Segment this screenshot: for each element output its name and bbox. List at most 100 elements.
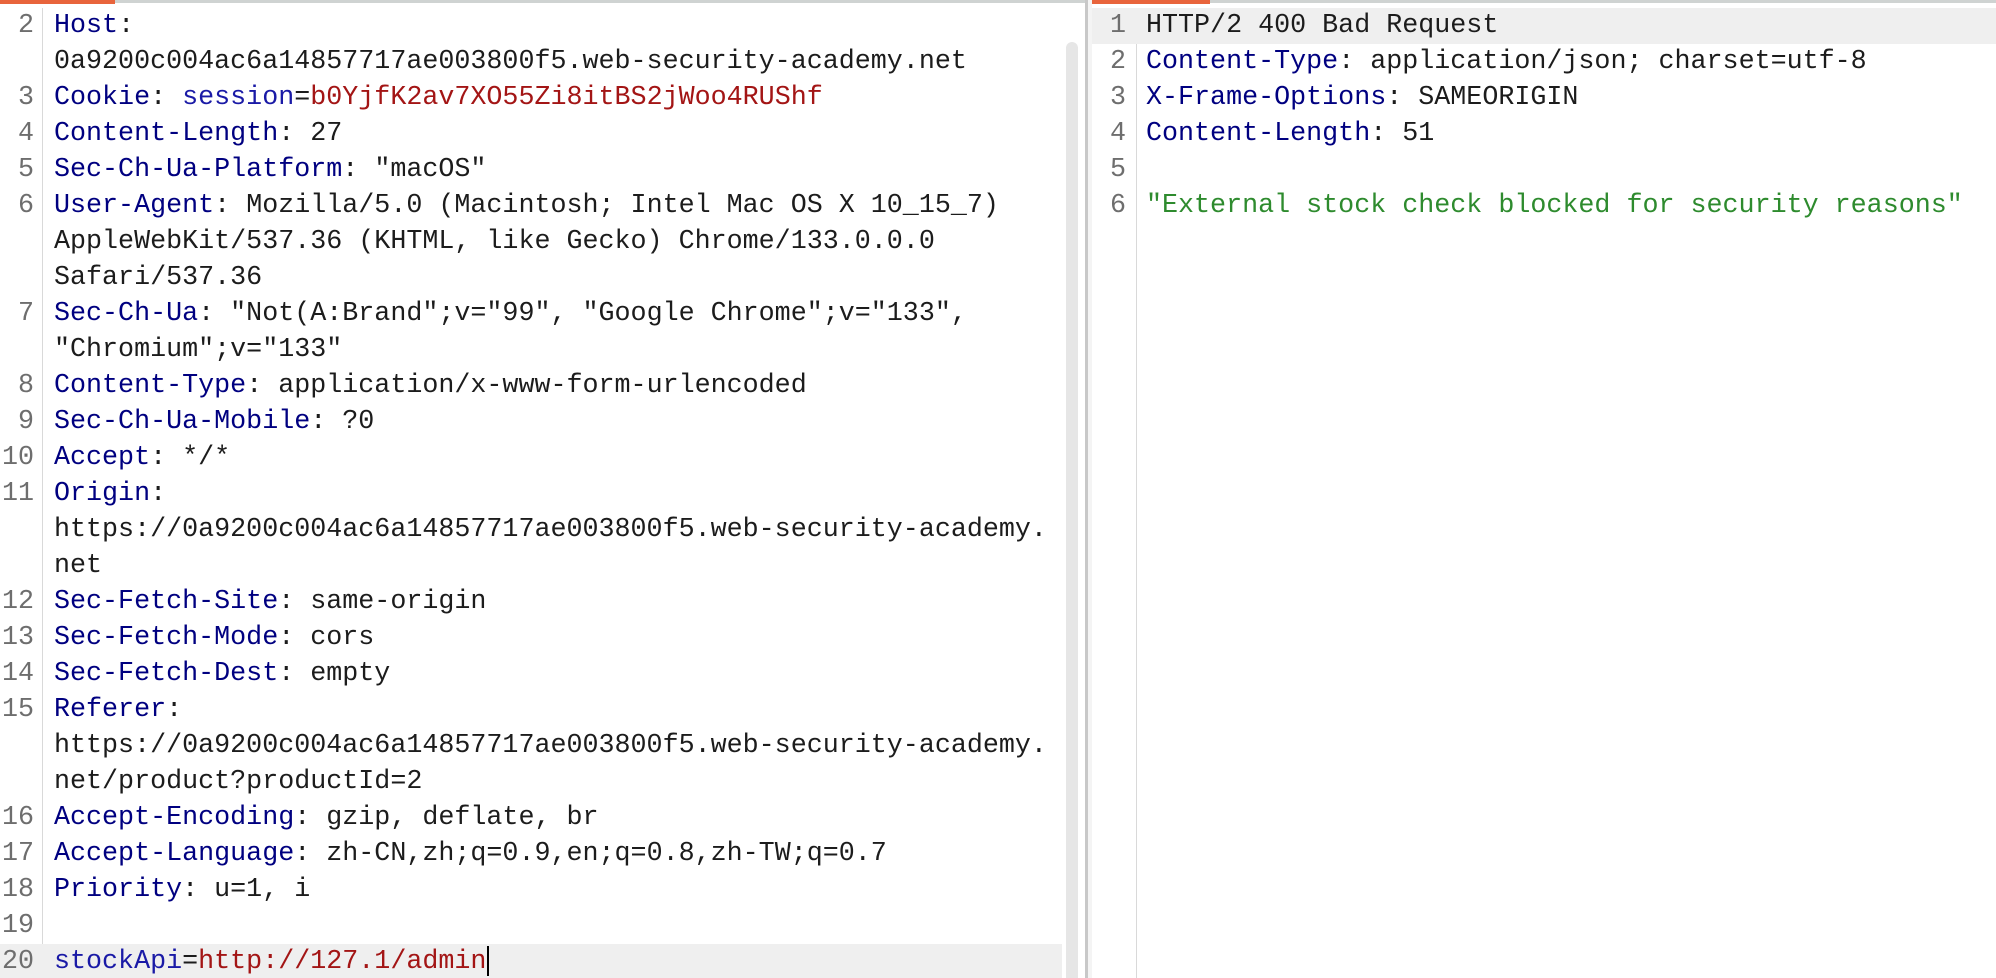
header-value: gzip, deflate, br [326,803,599,833]
request-line[interactable]: 8 Content-Type: application/x-www-form-u… [0,368,1062,404]
cookie-line[interactable]: 3 Cookie: session=b0YjfK2av7XO55Zi8itBS2… [0,80,1062,116]
wrapped-content: net/product?productId=2 [54,767,423,797]
request-tab-indicator[interactable] [0,0,115,4]
header-separator: : [198,299,231,329]
line-content: Sec-Fetch-Site: same-origin [34,584,486,620]
header-separator: : [278,119,311,149]
request-line[interactable]: 11 Origin: [0,476,1062,512]
line-number: 2 [17,11,34,41]
wrapped-line[interactable]: "Chromium";v="133" [0,332,1062,368]
cookie-name: session [182,83,295,113]
header-separator: : [278,659,311,689]
line-number: 16 [1,803,34,833]
header-name: Content-Length [1146,119,1371,149]
request-line[interactable]: 15 Referer: [0,692,1062,728]
wrapped-line[interactable]: https://0a9200c004ac6a14857717ae003800f5… [0,512,1062,548]
request-line[interactable]: 3 X-Frame-Options: SAMEORIGIN [1092,80,1996,116]
header-name: Cookie [54,83,151,113]
line-number: 12 [1,587,34,617]
line-number: 14 [1,659,34,689]
header-name: Sec-Fetch-Mode [54,623,279,653]
header-value: SAMEORIGIN [1418,83,1579,113]
response-body-line[interactable]: 6 "External stock check blocked for secu… [1092,188,1996,224]
header-separator: : [166,695,183,725]
line-number [0,728,34,764]
request-line[interactable]: 17 Accept-Language: zh-CN,zh;q=0.9,en;q=… [0,836,1062,872]
line-number [0,512,34,548]
request-line[interactable]: 4 Content-Length: 27 [0,116,1062,152]
line-number: 1 [1109,11,1126,41]
request-line[interactable]: 14 Sec-Fetch-Dest: empty [0,656,1062,692]
line-number [0,332,34,368]
wrapped-content: AppleWebKit/537.36 (KHTML, like Gecko) C… [54,227,935,257]
request-line[interactable]: 7 Sec-Ch-Ua: "Not(A:Brand";v="99", "Goog… [0,296,1062,332]
line-number: 5 [1109,155,1126,185]
header-value: */* [182,443,231,473]
wrapped-line[interactable]: AppleWebKit/537.36 (KHTML, like Gecko) C… [0,224,1062,260]
line-number: 10 [1,443,34,473]
blank-line[interactable]: 19 [0,908,1062,944]
header-name: Sec-Ch-Ua-Mobile [54,407,311,437]
line-number: 6 [1109,191,1126,221]
text-cursor [487,945,490,976]
request-line[interactable]: 2 Host: [0,8,1062,44]
header-value: "Not(A:Brand";v="99", "Google Chrome";v=… [230,299,967,329]
header-separator: : [1370,119,1403,149]
line-content: Sec-Fetch-Dest: empty [34,656,390,692]
header-separator: : [294,803,327,833]
request-editor-scrollbar[interactable] [1066,42,1078,978]
wrapped-content: https://0a9200c004ac6a14857717ae003800f5… [54,731,1047,761]
param-equals: = [182,947,199,977]
line-content: X-Frame-Options: SAMEORIGIN [1126,80,1578,116]
wrapped-content: https://0a9200c004ac6a14857717ae003800f5… [54,515,1047,545]
line-number: 6 [17,191,34,221]
line-content: Sec-Ch-Ua-Mobile: ?0 [34,404,374,440]
line-number: 18 [1,875,34,905]
request-editor[interactable]: 2 Host: 0a9200c004ac6a14857717ae003800f5… [0,8,1062,978]
header-name: Sec-Fetch-Site [54,587,279,617]
wrapped-line[interactable]: net/product?productId=2 [0,764,1062,800]
request-line[interactable]: 6 User-Agent: Mozilla/5.0 (Macintosh; In… [0,188,1062,224]
line-content: Accept: */* [34,440,230,476]
request-line[interactable]: 5 Sec-Ch-Ua-Platform: "macOS" [0,152,1062,188]
line-number: 4 [17,119,34,149]
wrapped-line[interactable]: 0a9200c004ac6a14857717ae003800f5.web-sec… [0,44,1062,80]
request-line[interactable]: 10 Accept: */* [0,440,1062,476]
header-separator: : [1338,47,1371,77]
header-value: "macOS" [374,155,487,185]
header-separator: : [342,155,375,185]
header-name: Accept [54,443,151,473]
request-line[interactable]: 9 Sec-Ch-Ua-Mobile: ?0 [0,404,1062,440]
request-line[interactable]: 4 Content-Length: 51 [1092,116,1996,152]
line-number: 7 [17,299,34,329]
status-line[interactable]: 1 HTTP/2 400 Bad Request [1092,8,1996,44]
line-number [0,44,34,80]
blank-line[interactable]: 5 [1092,152,1996,188]
wrapped-content: Safari/537.36 [54,263,263,293]
header-name: Content-Length [54,119,279,149]
body-param-line[interactable]: 20 stockApi=http://127.1/admin [0,944,1062,978]
line-content: Content-Type: application/x-www-form-url… [34,368,807,404]
param-value: http://127.1/admin [198,947,487,977]
wrapped-line[interactable]: net [0,548,1062,584]
header-value: ?0 [342,407,375,437]
line-number: 8 [17,371,34,401]
request-line[interactable]: 16 Accept-Encoding: gzip, deflate, br [0,800,1062,836]
line-content: Content-Length: 27 [34,116,342,152]
line-number: 4 [1109,119,1126,149]
header-value: application/x-www-form-urlencoded [278,371,807,401]
request-line[interactable]: 12 Sec-Fetch-Site: same-origin [0,584,1062,620]
header-separator: : [246,371,279,401]
line-number: 2 [1109,47,1126,77]
response-viewer[interactable]: 1 HTTP/2 400 Bad Request 2 Content-Type:… [1092,8,1996,978]
wrapped-content: net [54,551,103,581]
wrapped-line[interactable]: https://0a9200c004ac6a14857717ae003800f5… [0,728,1062,764]
request-line[interactable]: 18 Priority: u=1, i [0,872,1062,908]
response-tab-indicator[interactable] [1092,0,1210,4]
split-pane-divider[interactable] [1085,0,1088,978]
line-content: Priority: u=1, i [34,872,310,908]
wrapped-line[interactable]: Safari/537.36 [0,260,1062,296]
request-line[interactable]: 2 Content-Type: application/json; charse… [1092,44,1996,80]
request-line[interactable]: 13 Sec-Fetch-Mode: cors [0,620,1062,656]
header-value: application/json; charset=utf-8 [1370,47,1867,77]
